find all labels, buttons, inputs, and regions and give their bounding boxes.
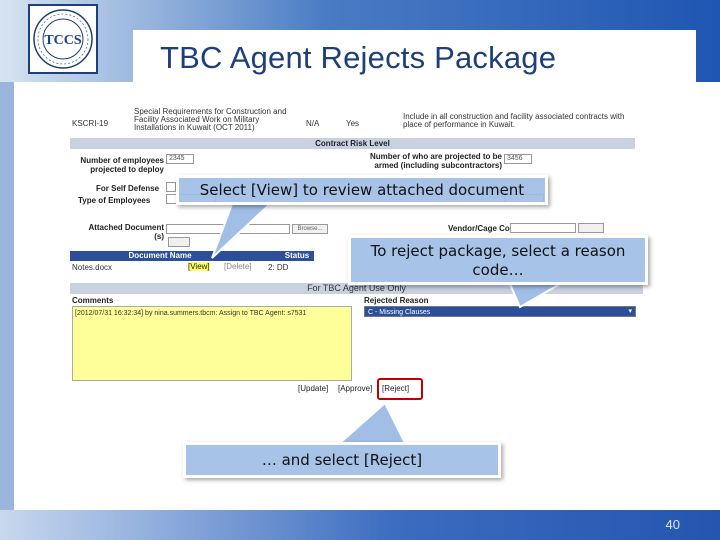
doc-row-name: Notes.docx (72, 263, 113, 272)
risk-level-header: Contract Risk Level (70, 138, 635, 149)
vendor-label: Vendor/Cage Code (448, 224, 520, 233)
doc-name-header: Document Name (70, 251, 246, 261)
attached-doc-label: Attached Document (s) (88, 223, 164, 241)
armed-field[interactable]: 3456 (504, 154, 532, 164)
view-callout-tail (211, 203, 273, 259)
upload-button[interactable] (168, 237, 190, 247)
reject-link[interactable]: [Reject] (382, 384, 410, 393)
comment-text: [2012/07/31 16:32:34] by nina.summers.tb… (75, 310, 307, 317)
vendor-field[interactable] (510, 223, 576, 233)
doc-blank-header (246, 251, 276, 261)
clause-description: Special Requirements for Construction an… (134, 107, 287, 132)
employees-field[interactable]: 2345 (166, 154, 194, 164)
logo-text: TCCS (44, 33, 82, 48)
left-accent-band (0, 82, 14, 512)
doc-row-status: 2: DD (268, 263, 289, 272)
browse-button[interactable]: Browse... (292, 224, 328, 234)
tbc-use-only-header: For TBC Agent Use Only (70, 283, 643, 294)
clause-yes: Yes (346, 119, 360, 128)
type-employees-label: Type of Employees (78, 196, 151, 205)
self-defense-label: For Self Defense (96, 184, 160, 193)
reject-highlight (377, 378, 423, 400)
view-callout: Select [View] to review attached documen… (176, 175, 548, 205)
rejected-reason-value: C - Missing Clauses (368, 309, 431, 316)
chevron-down-icon: ▾ (628, 308, 632, 315)
clause-na: N/A (306, 119, 320, 128)
approve-link[interactable]: [Approve] (338, 384, 373, 393)
comments-label: Comments (72, 296, 114, 305)
clause-code: KSCRI-19 (72, 119, 109, 128)
employees-label: Number of employees projected to deploy (80, 156, 164, 174)
self-defense-field[interactable] (166, 182, 176, 192)
slide-title: TBC Agent Rejects Package (160, 40, 557, 75)
page-number: 40 (665, 517, 680, 532)
footer-band (0, 510, 720, 540)
seal-icon: TCCS (33, 9, 93, 69)
armed-label: Number of who are projected to be armed … (369, 152, 502, 170)
update-link[interactable]: [Update] (298, 384, 329, 393)
delete-link[interactable]: [Delete] (224, 262, 252, 271)
reject-callout: … and select [Reject] (183, 442, 501, 478)
rejected-reason-select[interactable]: C - Missing Clauses ▾ (364, 306, 636, 317)
rejected-reason-label: Rejected Reason (364, 296, 429, 305)
tccs-logo: TCCS (28, 4, 98, 74)
reject-callout-tail (337, 401, 407, 444)
doc-status-header: Status (276, 251, 314, 261)
clause-note: Include in all construction and facility… (403, 112, 625, 129)
reason-callout: To reject package, select a reason code… (348, 235, 648, 285)
title-box (133, 30, 696, 82)
reason-callout-tail (508, 283, 564, 309)
vendor-search-button[interactable] (578, 223, 604, 233)
view-link[interactable]: [View] (188, 262, 210, 271)
comments-textarea[interactable]: [2012/07/31 16:32:34] by nina.summers.tb… (72, 306, 352, 381)
